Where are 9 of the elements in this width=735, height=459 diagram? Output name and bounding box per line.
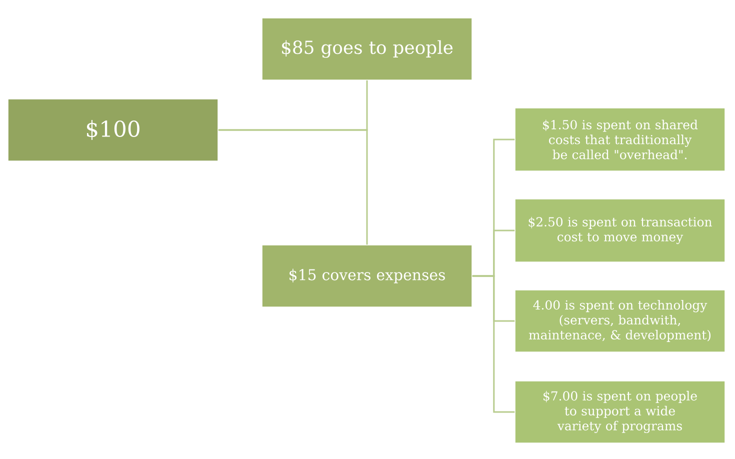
category-box: $85 goes to people [262, 18, 472, 80]
connector-line [472, 275, 515, 413]
connector-line [218, 129, 368, 245]
category-box: $2.50 is spent on transaction cost to move money [514, 198, 726, 262]
category-box: $1.50 is spent on shared costs that traditionally be called "overhead". [514, 108, 726, 172]
category-box: $7.00 is spent on people to support a wide variety of programs [514, 380, 726, 444]
category-box: $15 covers expenses [262, 244, 472, 308]
amount-box: $100 [8, 98, 218, 162]
category-box: 4.00 is spent on technology (servers, bandwith, maintenace, & development) [514, 290, 726, 352]
